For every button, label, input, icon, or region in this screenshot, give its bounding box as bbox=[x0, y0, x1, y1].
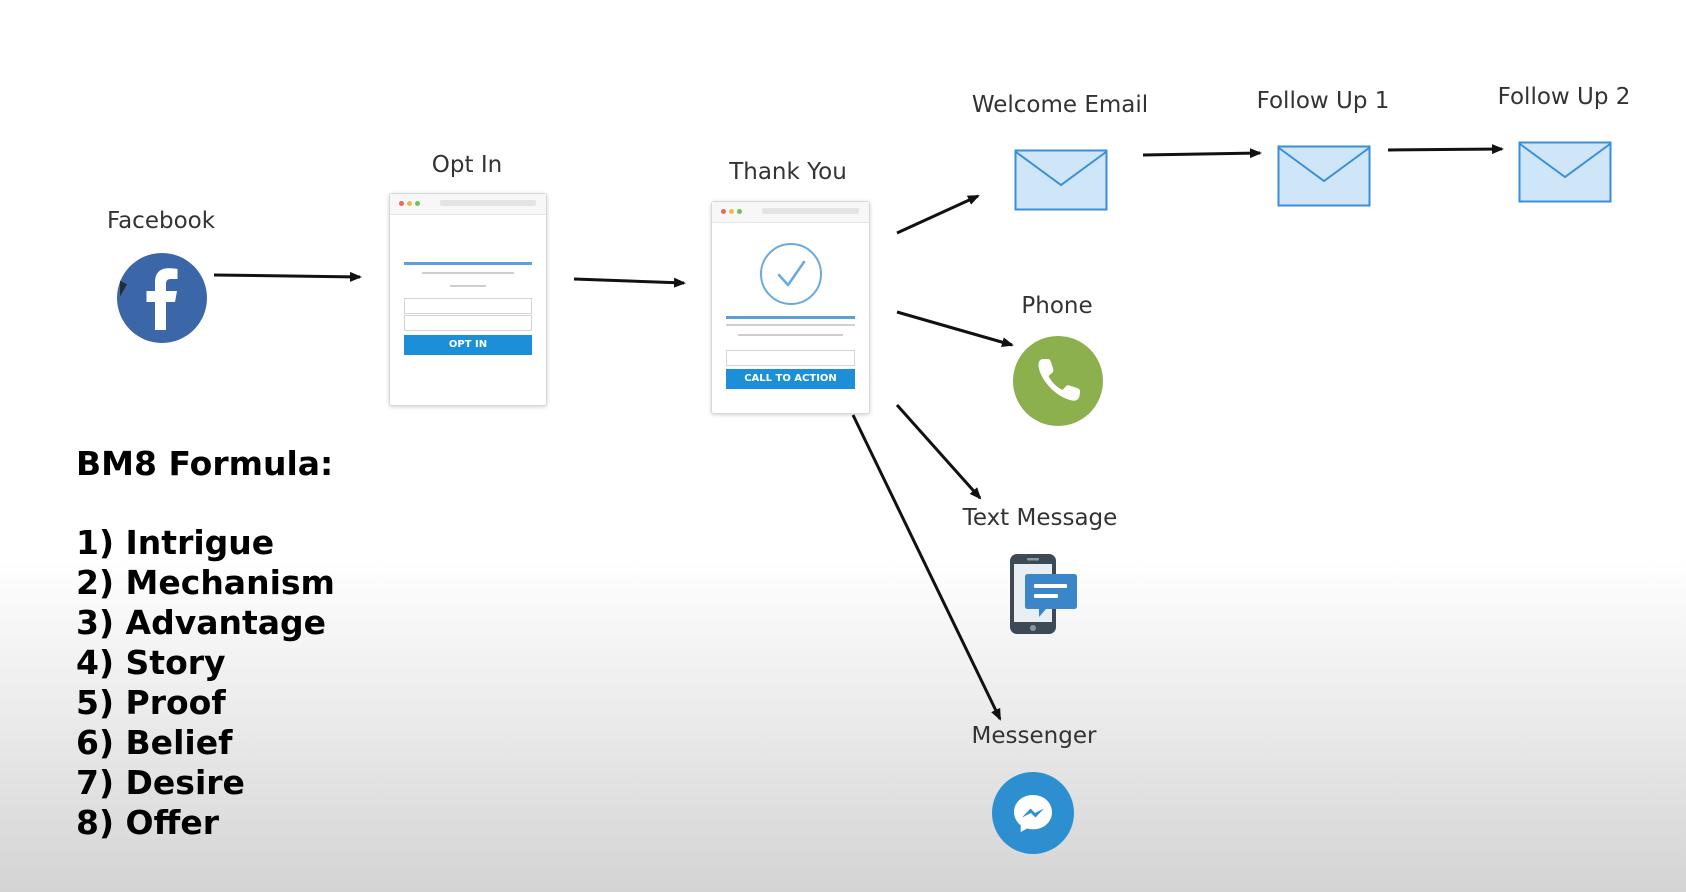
formula-list: 1) Intrigue 2) Mechanism 3) Advantage 4)… bbox=[76, 523, 335, 843]
arrow-follow-up-1-to-follow-up-2 bbox=[1387, 144, 1504, 155]
checkmark-circle-icon bbox=[760, 243, 822, 305]
arrow-thank-you-to-welcome-email bbox=[896, 194, 980, 235]
opt-in-page[interactable]: OPT IN bbox=[389, 193, 547, 406]
formula-item: 4) Story bbox=[76, 643, 226, 682]
envelope-icon[interactable] bbox=[1518, 141, 1612, 203]
formula-item: 2) Mechanism bbox=[76, 563, 335, 602]
url-bar bbox=[440, 200, 536, 206]
form-field bbox=[404, 298, 532, 314]
formula-title: BM8 Formula: bbox=[76, 444, 334, 483]
thank-you-page[interactable]: CALL TO ACTION bbox=[711, 201, 870, 414]
formula-item: 3) Advantage bbox=[76, 603, 327, 642]
mouse-cursor-icon bbox=[120, 279, 127, 297]
opt-in-button[interactable]: OPT IN bbox=[404, 335, 532, 355]
messenger-label: Messenger bbox=[971, 723, 1097, 749]
follow-up-1-label: Follow Up 1 bbox=[1256, 88, 1390, 114]
formula-item: 5) Proof bbox=[76, 683, 226, 722]
browser-bar bbox=[712, 202, 869, 223]
phone-icon[interactable] bbox=[1012, 335, 1104, 427]
phone-label: Phone bbox=[1021, 293, 1093, 319]
text-message-label: Text Message bbox=[962, 505, 1118, 531]
window-dot-icon bbox=[721, 209, 726, 214]
window-dot-icon bbox=[415, 201, 420, 206]
window-dot-icon bbox=[399, 201, 404, 206]
browser-bar bbox=[390, 194, 546, 215]
facebook-label: Facebook bbox=[106, 208, 216, 234]
thank-you-label: Thank You bbox=[729, 159, 847, 185]
text-line bbox=[738, 334, 843, 336]
window-dot-icon bbox=[407, 201, 412, 206]
formula-item: 6) Belief bbox=[76, 723, 233, 762]
follow-up-2-label: Follow Up 2 bbox=[1497, 84, 1631, 110]
formula-item: 7) Desire bbox=[76, 763, 245, 802]
call-to-action-button[interactable]: CALL TO ACTION bbox=[726, 369, 855, 389]
formula-item: 1) Intrigue bbox=[76, 523, 275, 562]
chat-phone-icon[interactable] bbox=[1006, 551, 1078, 637]
envelope-icon[interactable] bbox=[1277, 145, 1371, 207]
window-dot-icon bbox=[737, 209, 742, 214]
headline-line bbox=[404, 262, 532, 265]
messenger-icon[interactable] bbox=[991, 771, 1075, 855]
window-dot-icon bbox=[729, 209, 734, 214]
arrow-facebook-to-opt-in bbox=[213, 271, 362, 282]
text-line bbox=[726, 324, 855, 326]
text-line bbox=[422, 272, 514, 274]
arrow-opt-in-to-thank-you bbox=[573, 277, 686, 288]
welcome-email-label: Welcome Email bbox=[971, 92, 1149, 118]
arrow-welcome-email-to-follow-up-1 bbox=[1142, 148, 1262, 159]
arrow-thank-you-to-phone bbox=[896, 310, 1014, 348]
form-field bbox=[726, 350, 855, 366]
headline-line bbox=[726, 316, 855, 319]
envelope-icon[interactable] bbox=[1014, 149, 1108, 211]
arrow-thank-you-to-messenger bbox=[851, 414, 1002, 721]
formula-item: 8) Offer bbox=[76, 803, 219, 842]
arrow-thank-you-to-text-message bbox=[895, 404, 982, 500]
opt-in-label: Opt In bbox=[431, 152, 503, 178]
form-field bbox=[404, 315, 532, 331]
text-line bbox=[450, 285, 486, 287]
facebook-icon[interactable] bbox=[116, 252, 208, 344]
url-bar bbox=[762, 208, 859, 214]
